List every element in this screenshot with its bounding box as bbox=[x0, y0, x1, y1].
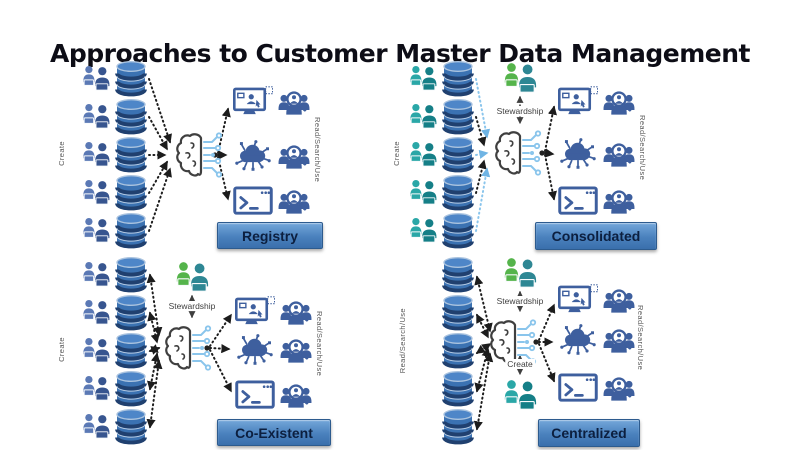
users-magnifier-icon bbox=[602, 140, 636, 170]
quadrant-consolidated: Create Stewardship Read/Search/Use Conso… bbox=[390, 57, 670, 252]
read-axis-label: Read/Search/Use bbox=[638, 115, 647, 181]
database-icon bbox=[442, 257, 474, 293]
users-magnifier-icon bbox=[602, 88, 636, 118]
database-icon bbox=[115, 137, 147, 173]
create-label: Create bbox=[505, 359, 535, 369]
cloud-network-icon bbox=[233, 139, 273, 173]
coexistent-arrows bbox=[146, 273, 232, 429]
users-laptops-icon bbox=[81, 216, 111, 243]
create-axis-label: Create bbox=[57, 141, 66, 166]
users-laptops-icon bbox=[81, 140, 111, 167]
users-laptops-icon bbox=[81, 412, 111, 439]
database-icon bbox=[115, 175, 147, 211]
cloud-network-icon bbox=[558, 137, 598, 171]
users-laptops-icon bbox=[81, 260, 111, 287]
app-monitor-icon bbox=[233, 85, 273, 119]
users-magnifier-icon bbox=[277, 142, 311, 172]
users-laptops-icon bbox=[408, 102, 438, 129]
terminal-icon bbox=[235, 379, 275, 411]
ai-brain-circuit-icon bbox=[493, 126, 547, 180]
database-icon bbox=[442, 175, 474, 211]
read-axis-label: Read/Search/Use bbox=[313, 117, 322, 183]
database-icon bbox=[442, 409, 474, 445]
quadrant-coexistent: Create Stewardship Read/Search/Use Co-Ex… bbox=[55, 253, 335, 448]
database-icon bbox=[442, 99, 474, 135]
terminal-icon bbox=[558, 372, 598, 404]
ai-brain-circuit-icon bbox=[163, 321, 217, 375]
users-laptops-icon bbox=[408, 64, 438, 91]
database-icon bbox=[115, 295, 147, 331]
approach-label-consolidated: Consolidated bbox=[535, 222, 657, 250]
database-icon bbox=[115, 213, 147, 249]
database-icon bbox=[115, 257, 147, 293]
users-magnifier-icon bbox=[277, 88, 311, 118]
app-monitor-icon bbox=[558, 283, 598, 317]
users-magnifier-icon bbox=[279, 381, 313, 411]
users-laptops-icon bbox=[408, 140, 438, 167]
read-axis-label-right: Read/Search/Use bbox=[636, 305, 645, 371]
read-axis-label: Read/Search/Use bbox=[315, 311, 324, 377]
approach-label-coexistent: Co-Existent bbox=[217, 419, 331, 446]
terminal-icon bbox=[558, 185, 598, 217]
users-laptops-icon bbox=[81, 64, 111, 91]
consolidated-arrows bbox=[475, 78, 557, 232]
users-laptops-icon bbox=[81, 374, 111, 401]
database-icon bbox=[442, 371, 474, 407]
terminal-icon bbox=[233, 185, 273, 217]
app-monitor-icon bbox=[235, 295, 275, 329]
ai-brain-circuit-icon bbox=[174, 128, 228, 182]
database-icon bbox=[442, 213, 474, 249]
page-title: Approaches to Customer Master Data Manag… bbox=[50, 38, 750, 68]
users-magnifier-icon bbox=[602, 374, 636, 404]
stewardship-label: Stewardship bbox=[494, 296, 546, 306]
users-laptops-icon bbox=[502, 377, 538, 411]
stewards-icon bbox=[502, 255, 538, 289]
users-laptops-icon bbox=[81, 178, 111, 205]
stewards-icon bbox=[502, 60, 538, 94]
users-laptops-icon bbox=[408, 216, 438, 243]
create-axis-label: Create bbox=[392, 141, 401, 166]
users-magnifier-icon bbox=[279, 298, 313, 328]
quadrant-centralized: Read/Search/Use Stewardship Create Read/… bbox=[398, 253, 678, 448]
create-axis-label: Create bbox=[57, 337, 66, 362]
users-magnifier-icon bbox=[602, 326, 636, 356]
cloud-network-icon bbox=[558, 323, 598, 357]
registry-arrows bbox=[148, 78, 231, 232]
database-icon bbox=[442, 333, 474, 369]
users-laptops-icon bbox=[81, 102, 111, 129]
app-monitor-icon bbox=[558, 85, 598, 119]
approach-label-centralized: Centralized bbox=[538, 419, 640, 447]
database-icon bbox=[115, 99, 147, 135]
users-magnifier-icon bbox=[602, 286, 636, 316]
users-magnifier-icon bbox=[279, 336, 313, 366]
database-icon bbox=[115, 409, 147, 445]
users-magnifier-icon bbox=[602, 187, 636, 217]
users-magnifier-icon bbox=[277, 187, 311, 217]
database-icon bbox=[115, 333, 147, 369]
quadrant-registry: Create Read/Search/Use Registry bbox=[55, 57, 335, 252]
read-axis-label-left: Read/Search/Use bbox=[398, 308, 407, 374]
database-icon bbox=[442, 61, 474, 97]
stewards-icon bbox=[174, 259, 210, 293]
database-icon bbox=[115, 61, 147, 97]
database-icon bbox=[442, 295, 474, 331]
users-laptops-icon bbox=[81, 298, 111, 325]
approach-label-registry: Registry bbox=[217, 222, 323, 249]
users-laptops-icon bbox=[81, 336, 111, 363]
users-laptops-icon bbox=[408, 178, 438, 205]
database-icon bbox=[442, 137, 474, 173]
stewardship-label: Stewardship bbox=[166, 301, 218, 311]
database-icon bbox=[115, 371, 147, 407]
cloud-network-icon bbox=[235, 333, 275, 367]
stewardship-label: Stewardship bbox=[494, 106, 546, 116]
